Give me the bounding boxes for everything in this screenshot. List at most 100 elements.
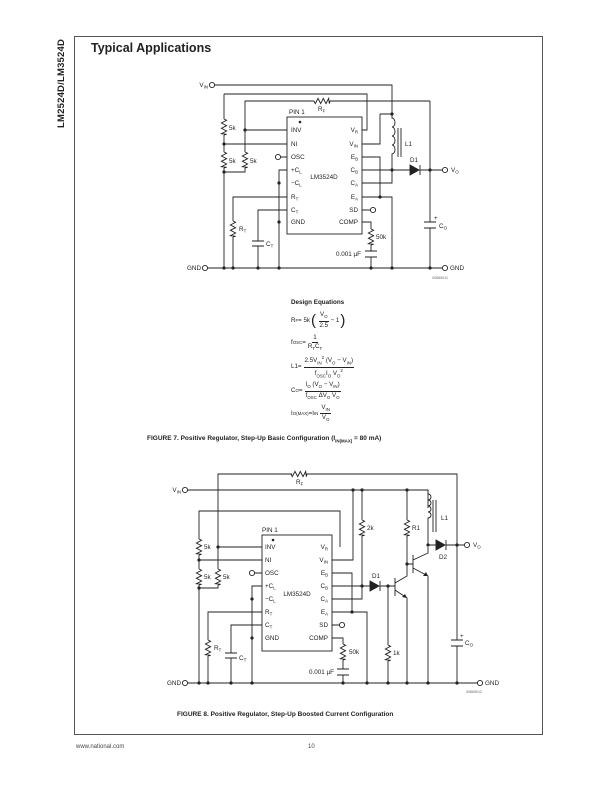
pin1-label: PIN 1 bbox=[289, 109, 305, 116]
svg-text:+CL: +CL bbox=[291, 167, 302, 175]
junction-dot bbox=[426, 681, 430, 685]
l1-label: L1 bbox=[441, 515, 449, 522]
vo-terminal bbox=[441, 166, 449, 174]
ct-label: CT bbox=[239, 655, 247, 663]
junction-dot bbox=[455, 681, 459, 685]
d2-label: D2 bbox=[439, 554, 448, 561]
svg-text:SD: SD bbox=[319, 622, 328, 629]
junction-dot bbox=[390, 266, 394, 270]
left-pin-labels: INV NI OSC +CL −CL RT CT GND bbox=[291, 127, 305, 226]
capacitor-co bbox=[424, 221, 436, 229]
rf-label: RF bbox=[296, 479, 304, 487]
co-plus: + bbox=[434, 215, 438, 222]
junction-dot bbox=[197, 558, 201, 562]
figure-code: 00865012 bbox=[466, 690, 482, 694]
capacitor-ct bbox=[225, 652, 237, 659]
pin1-dot bbox=[298, 120, 302, 124]
resistor-rf bbox=[290, 469, 308, 478]
wires bbox=[208, 84, 442, 269]
chip-body bbox=[261, 534, 333, 652]
junction-dot bbox=[428, 168, 432, 172]
junction-dot bbox=[197, 586, 201, 590]
svg-text:GND: GND bbox=[265, 635, 279, 642]
svg-text:EA: EA bbox=[351, 194, 358, 202]
capacitor-co bbox=[451, 639, 463, 647]
svg-text:EB: EB bbox=[351, 154, 358, 162]
chip-body bbox=[286, 116, 363, 235]
d1-label: D1 bbox=[410, 157, 419, 164]
junction-dot bbox=[231, 266, 235, 270]
r1-label: R1 bbox=[412, 525, 421, 532]
left-pin-labels: INV NI OSC +CL −CL RT CT GND bbox=[265, 544, 279, 642]
svg-text:CT: CT bbox=[265, 622, 273, 630]
co-plus: + bbox=[460, 633, 464, 640]
co-label: CO bbox=[465, 640, 474, 648]
svg-text:CA: CA bbox=[321, 596, 329, 604]
svg-text:INV: INV bbox=[291, 127, 302, 134]
resistor-5k-top bbox=[194, 538, 203, 556]
gnd-terminal-right bbox=[476, 679, 484, 687]
r-mid2-label: 5k bbox=[223, 574, 231, 581]
chip-name: LM3524D bbox=[310, 174, 338, 181]
svg-text:CB: CB bbox=[321, 583, 329, 591]
junction-dot bbox=[360, 488, 364, 492]
terminals bbox=[201, 81, 449, 272]
junction-dot bbox=[378, 195, 382, 199]
sd-terminal bbox=[369, 206, 377, 214]
resistor-50k bbox=[338, 643, 347, 661]
svg-text:−CL: −CL bbox=[265, 596, 276, 604]
junction-dot bbox=[428, 266, 432, 270]
junction-dot bbox=[455, 543, 459, 547]
figure-8-schematic: PIN 1 LM3524D INV NI OSC +CL −CL RT CT G… bbox=[167, 469, 499, 694]
svg-text:VIN: VIN bbox=[349, 141, 358, 149]
vo-label: VO bbox=[451, 167, 459, 175]
section-title: Typical Applications bbox=[91, 41, 212, 55]
junction-dot bbox=[386, 584, 390, 588]
svg-text:COMP: COMP bbox=[339, 219, 358, 226]
resistor-rt bbox=[203, 639, 212, 657]
svg-text:+CL: +CL bbox=[265, 583, 276, 591]
junction-dot bbox=[222, 266, 226, 270]
co-label: CO bbox=[439, 223, 448, 231]
svg-text:EB: EB bbox=[321, 570, 328, 578]
svg-text:NI: NI bbox=[291, 141, 298, 148]
page-number: 10 bbox=[308, 744, 315, 750]
svg-text:CT: CT bbox=[291, 207, 299, 215]
svg-text:CB: CB bbox=[351, 167, 359, 175]
gnd-label-left: GND bbox=[187, 265, 201, 272]
r-comp-label: 50k bbox=[376, 234, 387, 241]
svg-text:CA: CA bbox=[351, 180, 359, 188]
junction-dot bbox=[369, 266, 373, 270]
junction-dot bbox=[206, 681, 210, 685]
vo-terminal bbox=[463, 541, 471, 549]
capacitor-comp bbox=[337, 668, 349, 676]
junction-dot bbox=[390, 168, 394, 172]
page-frame bbox=[74, 36, 543, 735]
resistor-rt bbox=[228, 220, 237, 238]
svg-text:RT: RT bbox=[265, 609, 273, 617]
resistor-r1 bbox=[402, 519, 411, 537]
r-2k-label: 2k bbox=[367, 525, 375, 532]
r-comp-label: 50k bbox=[349, 649, 360, 656]
figure-7-caption: FIGURE 7. Positive Regulator, Step-Up Ba… bbox=[147, 435, 382, 444]
junction-dot bbox=[426, 543, 430, 547]
junction-dots bbox=[197, 488, 459, 685]
junction-dot bbox=[222, 170, 226, 174]
svg-text:VR: VR bbox=[321, 544, 328, 552]
svg-text:INV: INV bbox=[265, 544, 276, 551]
junction-dot bbox=[341, 681, 345, 685]
r-top-label: 5k bbox=[204, 544, 212, 551]
footer-url[interactable]: www.national.com bbox=[76, 744, 125, 750]
capacitor-comp bbox=[365, 250, 377, 258]
resistor-5k-mid2 bbox=[240, 151, 249, 169]
svg-text:GND: GND bbox=[291, 219, 305, 226]
c-comp-label: 0.001 µF bbox=[336, 251, 361, 258]
figure-8-caption: FIGURE 8. Positive Regulator, Step-Up Bo… bbox=[177, 711, 394, 718]
svg-text:OSC: OSC bbox=[291, 154, 305, 161]
junction-dot bbox=[351, 488, 355, 492]
